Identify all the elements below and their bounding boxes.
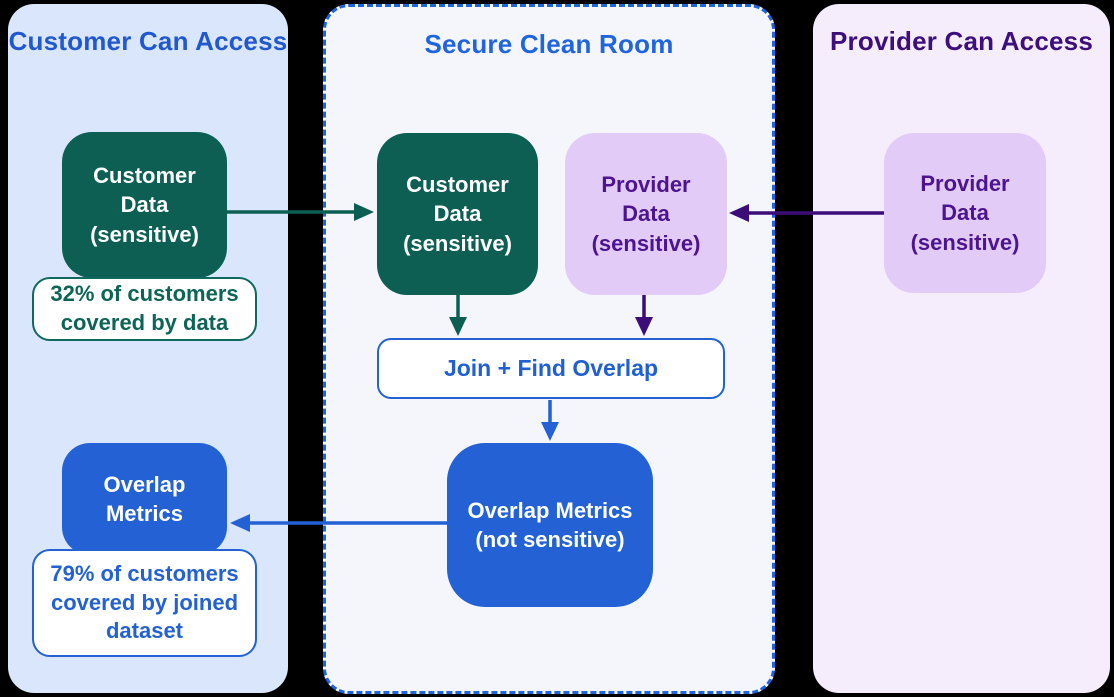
customer-panel-title: Customer Can Access xyxy=(8,26,288,56)
joined-coverage-caption: 79% of customers covered by joined datas… xyxy=(32,549,257,657)
provider-panel-title: Provider Can Access xyxy=(830,26,1093,56)
clean-room-panel-title: Secure Clean Room xyxy=(424,29,674,59)
provider-access-panel: Provider Can Access xyxy=(813,4,1110,693)
customer-data-node-clean-room: Customer Data (sensitive) xyxy=(377,133,538,295)
customer-data-node-left: Customer Data (sensitive) xyxy=(62,132,227,278)
join-find-overlap-node: Join + Find Overlap xyxy=(377,338,725,399)
customer-coverage-caption: 32% of customers covered by data xyxy=(32,277,257,341)
provider-data-node-right: Provider Data (sensitive) xyxy=(884,133,1046,293)
overlap-metrics-node-clean-room: Overlap Metrics (not sensitive) xyxy=(447,443,653,607)
overlap-metrics-node-left: Overlap Metrics xyxy=(62,443,227,555)
provider-data-node-clean-room: Provider Data (sensitive) xyxy=(565,133,727,295)
